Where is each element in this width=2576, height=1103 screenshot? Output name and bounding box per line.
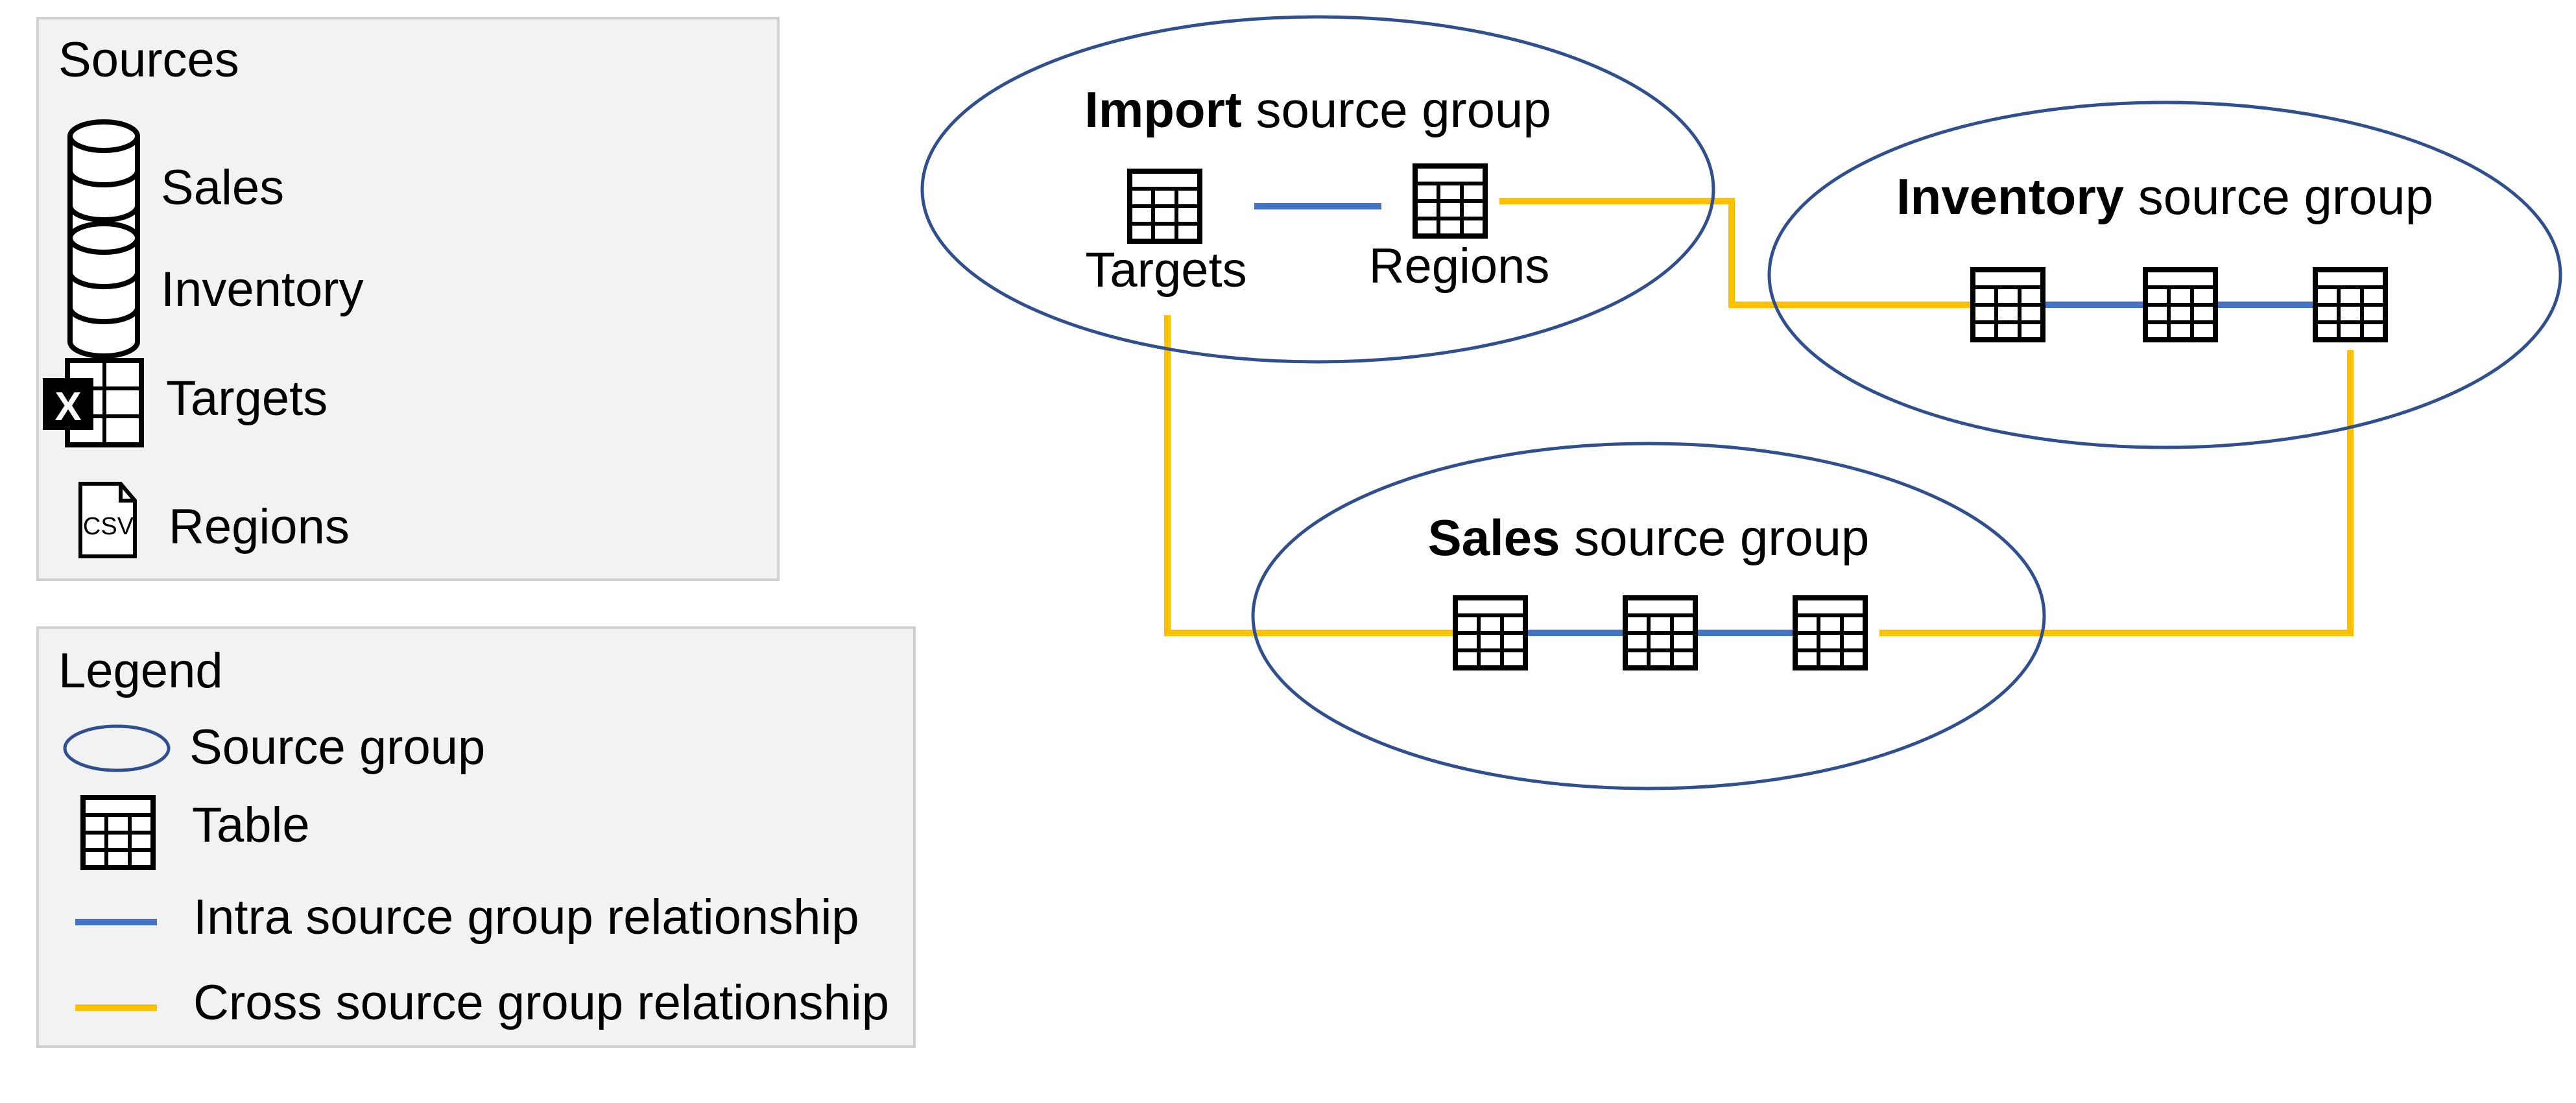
import-group-suffix: source group	[1242, 81, 1551, 138]
source-label-regions: Regions	[169, 499, 350, 554]
import-source-group-ellipse	[920, 15, 1715, 364]
sources-title: Sources	[58, 32, 239, 88]
table-icon	[2315, 270, 2385, 340]
ellipse-icon	[63, 724, 171, 772]
source-label-sales: Sales	[161, 160, 284, 215]
inventory-source-group-ellipse	[1767, 101, 2562, 449]
legend-label-table: Table	[192, 798, 310, 853]
table-icon	[1973, 270, 2043, 340]
table-icon	[1795, 598, 1865, 668]
legend-label-intra: Intra source group relationship	[193, 890, 859, 945]
cross-link-regions-inventory	[1499, 198, 1972, 308]
table-icon	[1415, 166, 1485, 236]
import-group-name: Import	[1084, 81, 1242, 138]
cross-link-sales-inventory	[1879, 350, 2354, 636]
source-label-inventory: Inventory	[161, 262, 364, 317]
inventory-group-title: Inventory source group	[1896, 168, 2433, 225]
csv-file-icon: CSV	[78, 482, 137, 558]
source-label-targets: Targets	[166, 371, 328, 426]
excel-icon: X	[43, 358, 144, 447]
legend-label-cross: Cross source group relationship	[193, 975, 889, 1030]
table-icon	[83, 798, 153, 868]
csv-icon-text: CSV	[83, 513, 134, 540]
table-icon	[1625, 598, 1695, 668]
legend-panel: Legend Source group Table Intra source g…	[36, 626, 916, 1048]
sales-group-name: Sales	[1428, 509, 1560, 566]
sources-panel: Sources Sales Inventory X Targets CSV Re…	[36, 17, 780, 581]
legend-panel-background	[36, 626, 916, 1048]
table-icon	[1130, 171, 1200, 241]
excel-icon-letter: X	[54, 385, 81, 429]
sales-source-group-ellipse	[1251, 442, 2046, 790]
inventory-group-name: Inventory	[1896, 168, 2124, 225]
legend-label-source-group: Source group	[189, 720, 485, 775]
inventory-group-suffix: source group	[2124, 168, 2433, 225]
cross-link-targets-sales	[1164, 315, 1453, 636]
database-icon	[70, 224, 137, 356]
import-group-title: Import source group	[1084, 81, 1551, 138]
intra-relationships	[1254, 203, 2314, 636]
legend-title: Legend	[58, 643, 223, 698]
sources-panel-background	[36, 17, 780, 581]
import-table-label-targets: Targets	[1085, 243, 1246, 298]
table-icon	[2145, 270, 2215, 340]
import-table-label-regions: Regions	[1369, 239, 1550, 294]
sales-group-suffix: source group	[1560, 509, 1869, 566]
cross-relationships	[1164, 198, 2354, 636]
sales-group-title: Sales source group	[1428, 509, 1870, 566]
table-icon	[1455, 598, 1525, 668]
